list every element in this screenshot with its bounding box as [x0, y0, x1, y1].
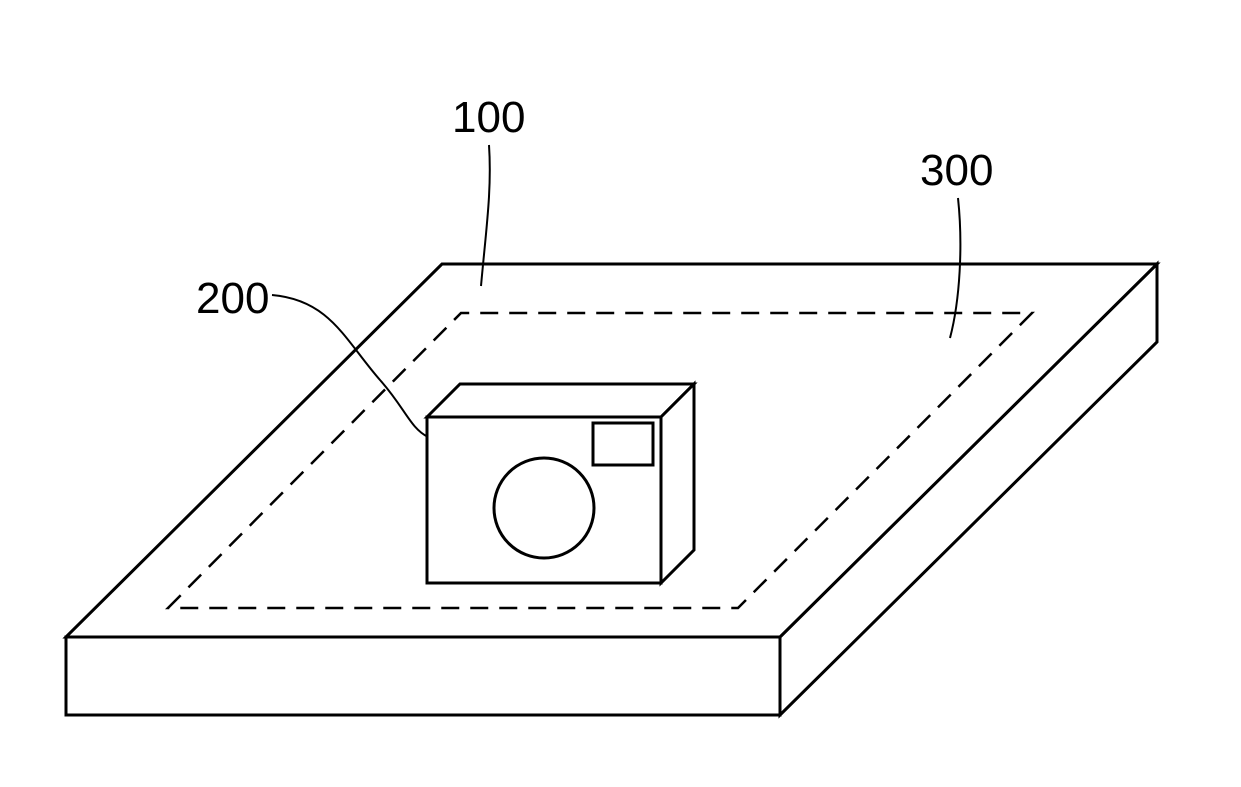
- leader-line-camera: [271, 294, 429, 438]
- label-camera: 200: [196, 274, 269, 323]
- plate-front-face: [64, 635, 782, 717]
- label-substrate: 100: [452, 93, 525, 142]
- camera-lens: [492, 456, 596, 560]
- camera-viewfinder: [591, 421, 655, 467]
- dashed-region-outline: [164, 311, 1036, 610]
- leader-line-region: [949, 197, 962, 339]
- camera-top-face: [423, 382, 698, 419]
- leader-line-substrate: [480, 144, 491, 287]
- camera: [423, 380, 698, 587]
- label-region: 300: [920, 146, 993, 195]
- camera-side-face: [659, 380, 696, 587]
